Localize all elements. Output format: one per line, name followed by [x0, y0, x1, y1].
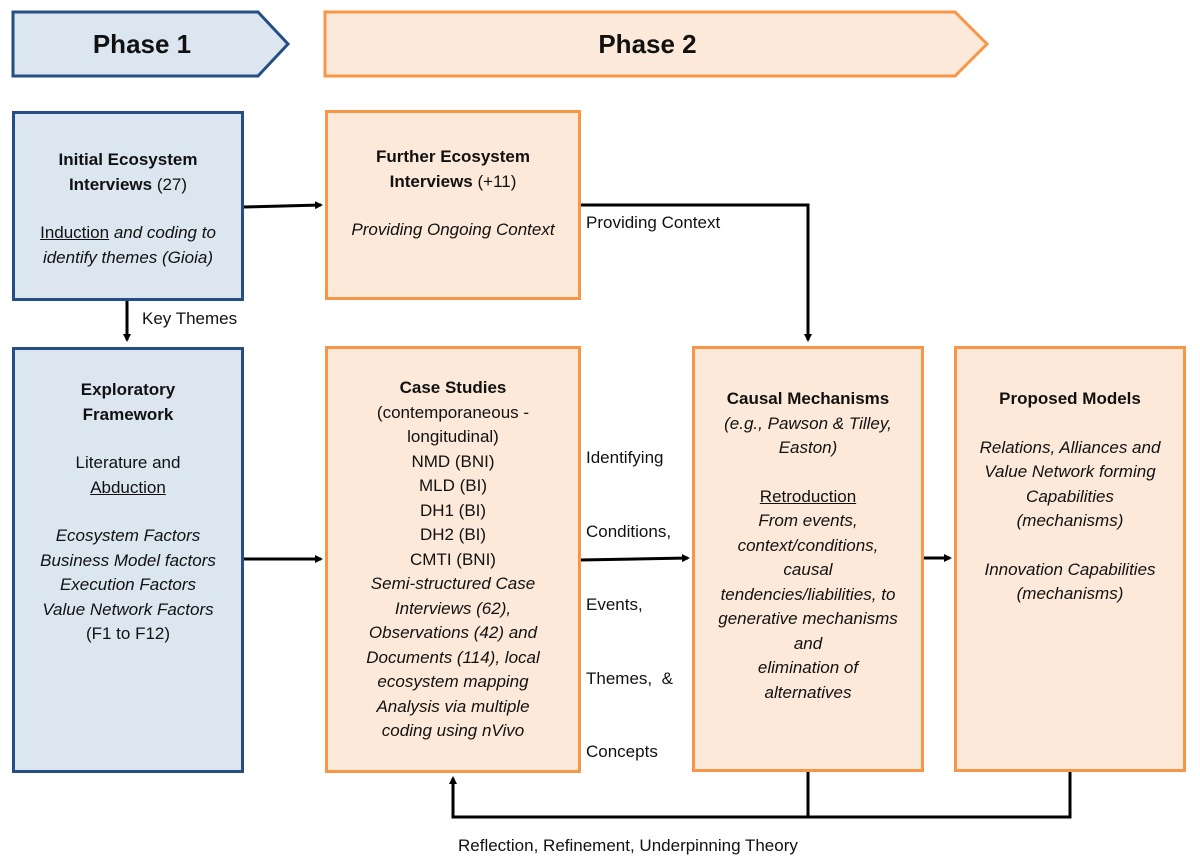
further-subtitle: Providing Ongoing Context [351, 220, 555, 239]
proposed-line: (mechanisms) [1016, 511, 1124, 530]
causal-line: tendencies/liabilities, to [720, 584, 896, 604]
causal-line: elimination of [757, 658, 859, 677]
causal-retro: Retroduction [759, 486, 857, 506]
proposed-line: Capabilities [1026, 486, 1114, 506]
case-item: CMTI (BNI) [410, 549, 496, 569]
arrow-initial-to-further [242, 201, 323, 210]
identifying-line: Conditions, [586, 521, 672, 541]
proposed-line: Value Network forming [984, 462, 1156, 481]
case-sub2: longitudinal) [407, 427, 499, 446]
causal-sub2: Easton) [778, 438, 838, 457]
exploratory-framework-box: Exploratory Framework Literature and Abd… [12, 347, 244, 773]
causal-line: and [793, 633, 823, 653]
case-item: DH2 (BI) [419, 525, 487, 544]
causal-line: context/conditions, [737, 535, 879, 555]
case-studies-box: Case Studies (contemporaneous - longitud… [325, 346, 581, 773]
exploratory-title-line1: Exploratory [80, 380, 176, 399]
factor-item: Ecosystem Factors [55, 526, 201, 545]
case-detail: Observations (42) and [368, 623, 538, 642]
case-detail: Documents (114), local [366, 647, 540, 667]
arrow-case-to-causal [579, 554, 690, 563]
feedback-label: Reflection, Refinement, Underpinning The… [458, 836, 798, 855]
initial-title-line1: Initial Ecosystem [58, 150, 198, 169]
case-detail: Analysis via multiple [376, 696, 530, 716]
arrow-further-to-causal [580, 203, 812, 342]
phase2-label: Phase 2 [598, 29, 697, 59]
factor-item: Business Model factors [40, 550, 216, 570]
causal-mechanisms-box: Causal Mechanisms (e.g., Pawson & Tilley… [692, 346, 924, 772]
identifying-line: Concepts [586, 742, 658, 761]
causal-line: alternatives [764, 682, 852, 702]
case-detail: coding using nVivo [381, 721, 525, 740]
causal-title: Causal Mechanisms [726, 389, 890, 408]
causal-line: From events, [758, 511, 858, 530]
initial-method-line2: identify themes (Gioia) [42, 247, 214, 267]
factor-range: (F1 to F12) [85, 624, 171, 643]
initial-method-line: Induction and coding to [40, 223, 216, 242]
case-sub1: (contemporaneous - [376, 402, 530, 422]
further-interviews-box: Further Ecosystem Interviews (+11) Provi… [325, 110, 581, 300]
exploratory-line1: Literature and [75, 453, 181, 472]
further-title-line2: Interviews (+11) [389, 171, 517, 191]
initial-title-line2: Interviews (27) [68, 174, 188, 194]
phase2-chevron [323, 10, 990, 78]
factor-item: Execution Factors [59, 575, 197, 594]
key-themes-label: Key Themes [142, 309, 238, 328]
identifying-label: Identifying Conditions, Events, Themes, … [586, 397, 673, 789]
phase1-chevron [11, 10, 291, 78]
exploratory-line2: Abduction [90, 477, 166, 497]
factor-item: Value Network Factors [42, 599, 214, 619]
initial-interviews-box: Initial Ecosystem Interviews (27) Induct… [12, 111, 244, 301]
case-title: Case Studies [399, 378, 507, 397]
feedback-loop-line [449, 772, 1072, 819]
case-detail: Interviews (62), [394, 598, 512, 618]
identifying-line: Identifying [586, 448, 664, 467]
case-item: NMD (BNI) [411, 451, 495, 471]
exploratory-title-line2: Framework [82, 404, 174, 424]
case-detail: ecosystem mapping [377, 672, 529, 691]
causal-line: causal [783, 560, 833, 579]
proposed-line: Innovation Capabilities [984, 559, 1156, 579]
phase1-label: Phase 1 [92, 29, 192, 59]
case-item: MLD (BI) [419, 476, 487, 495]
proposed-line: (mechanisms) [1016, 584, 1124, 603]
causal-sub1: (e.g., Pawson & Tilley, [724, 413, 892, 433]
identifying-line: Events, [586, 595, 643, 614]
causal-line: generative mechanisms [718, 609, 898, 628]
providing-context-label: Providing Context [586, 213, 721, 232]
proposed-models-box: Proposed Models Relations, Alliances and… [954, 346, 1186, 772]
proposed-line: Relations, Alliances and [979, 437, 1161, 457]
proposed-title: Proposed Models [999, 389, 1141, 408]
identifying-line: Themes, & [586, 668, 673, 688]
case-item: DH1 (BI) [419, 500, 487, 520]
further-title-line1: Further Ecosystem [376, 147, 530, 166]
case-detail: Semi-structured Case [370, 574, 536, 593]
